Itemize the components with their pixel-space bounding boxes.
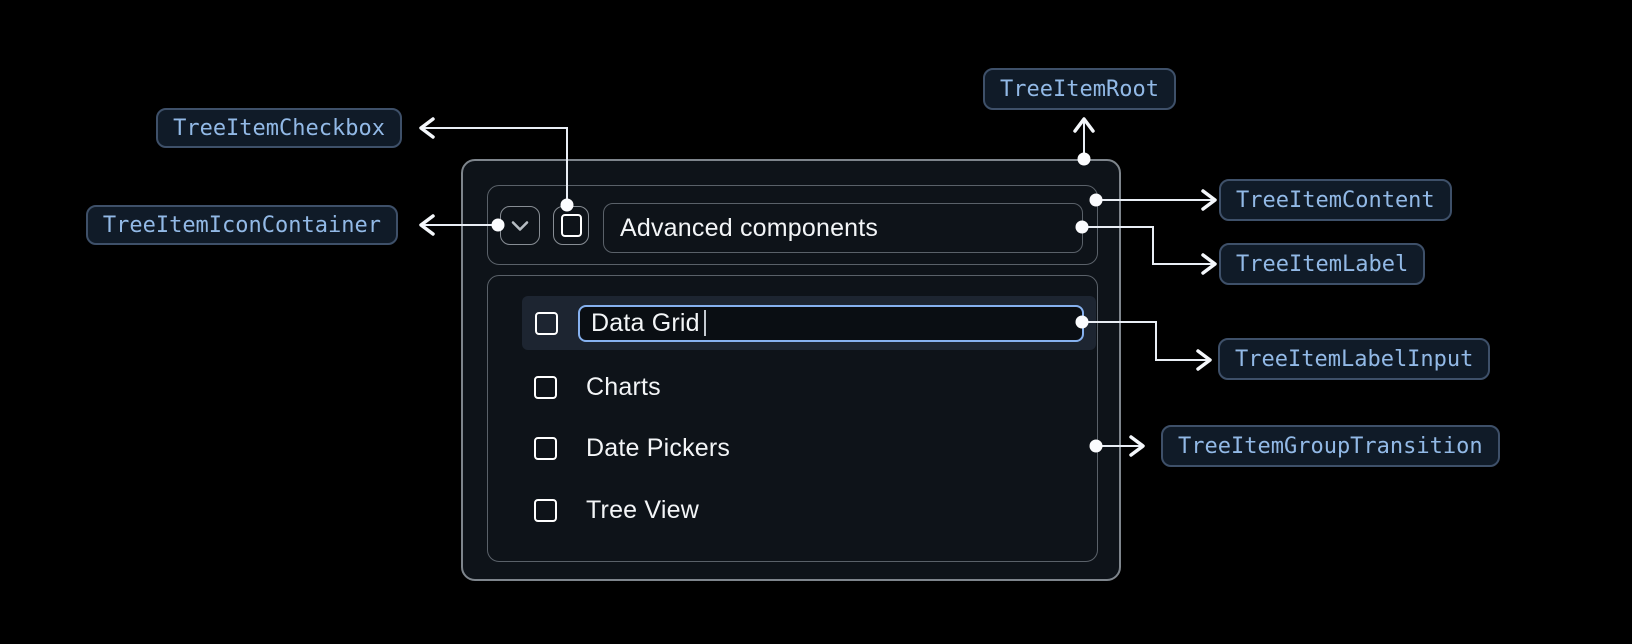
tree-row[interactable]: Tree View [522,483,1096,537]
callout-tree-item-label-input: TreeItemLabelInput [1218,338,1491,380]
tree-row-label: Date Pickers [586,433,731,462]
tree-item-group-transition: Data Grid Charts Date Pickers Tree View [487,275,1098,562]
text-caret [703,310,706,336]
tree-item-label-input[interactable]: Data Grid [578,304,1084,342]
callout-tree-item-icon-container: TreeItemIconContainer [85,205,398,245]
tree-row-label: Charts [586,372,661,401]
tree-item-label-text: Advanced components [620,213,879,242]
tree-row-label: Tree View [586,495,699,524]
checkbox-unchecked-icon[interactable] [534,375,557,399]
checkbox-unchecked-icon [560,214,582,237]
tree-row-editing[interactable]: Data Grid [522,296,1096,350]
checkbox-unchecked-icon[interactable] [534,498,557,522]
callout-tree-item-checkbox: TreeItemCheckbox [156,108,402,148]
callout-tree-item-root: TreeItemRoot [983,68,1176,110]
tree-item-checkbox[interactable] [553,206,589,245]
chevron-down-icon [511,220,529,231]
callout-tree-item-content: TreeItemContent [1219,179,1452,221]
tree-item-content[interactable]: Advanced components [487,185,1098,265]
tree-item-root: Advanced components Data Grid Charts Dat… [461,159,1121,581]
tree-row[interactable]: Date Pickers [522,421,1096,475]
checkbox-unchecked-icon[interactable] [534,436,557,460]
checkbox-unchecked-icon[interactable] [535,311,558,335]
label-input-value: Data Grid [591,308,700,337]
tree-item-label: Advanced components [603,203,1083,253]
tree-item-icon-container[interactable] [500,206,540,245]
callout-tree-item-label: TreeItemLabel [1219,243,1426,285]
callout-tree-item-group-transition: TreeItemGroupTransition [1161,425,1500,467]
tree-row[interactable]: Charts [522,360,1096,414]
